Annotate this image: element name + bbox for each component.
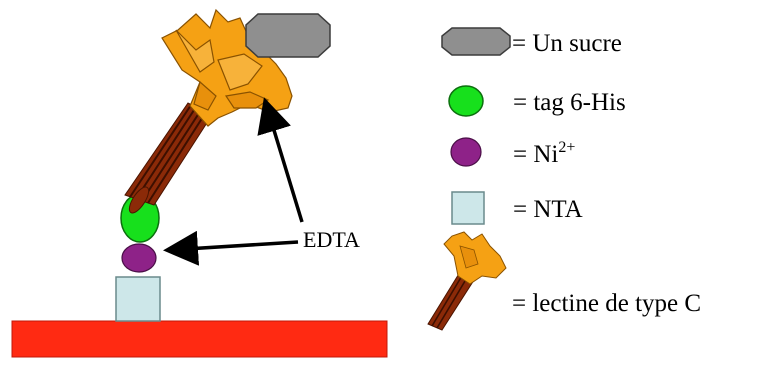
legend-sugar-icon <box>441 27 511 56</box>
legend-ni-superscript: 2+ <box>558 139 575 156</box>
surface-bar <box>11 320 388 358</box>
ni-ellipse <box>121 243 157 273</box>
legend-his-icon <box>448 85 484 117</box>
legend-ni-text: = Ni2+ <box>513 139 575 168</box>
nta-square <box>115 276 161 322</box>
lectin-head <box>161 8 293 127</box>
edta-label: EDTA <box>303 227 360 252</box>
legend-lectin-icon <box>427 231 507 331</box>
lectin-rod <box>124 102 213 214</box>
edta-arrow-to-ni <box>163 230 299 266</box>
sugar-shape <box>245 13 331 58</box>
legend-nta-icon <box>451 191 485 225</box>
legend-lectin-text: = lectine de type C <box>512 290 701 317</box>
legend-ni-main: = Ni <box>513 141 558 168</box>
edta-arrow-to-lectin <box>257 97 304 223</box>
legend-nta-text: = NTA <box>513 196 583 223</box>
legend-ni-icon <box>450 137 482 167</box>
legend-his-text: = tag 6-His <box>513 89 626 116</box>
legend-sugar-text: = Un sucre <box>512 30 622 57</box>
